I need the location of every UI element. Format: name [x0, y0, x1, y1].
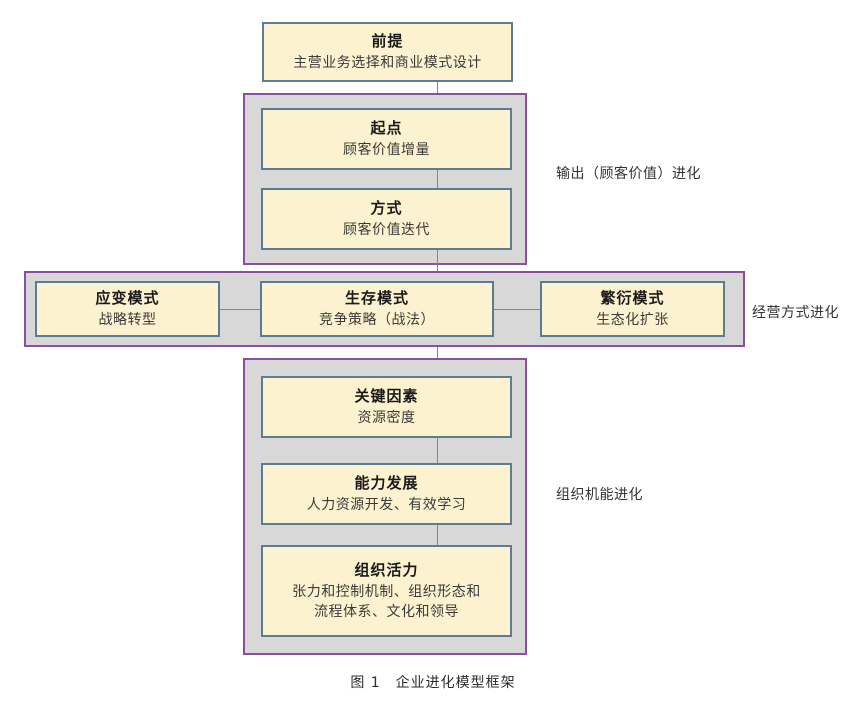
node-premise-title: 前提: [371, 32, 404, 51]
node-adaptive-mode: 应变模式 战略转型: [35, 281, 220, 337]
connector-capability-to-vitality: [437, 525, 438, 545]
node-organizational-vitality-title: 组织活力: [354, 560, 419, 579]
figure-caption: 图 1 企业进化模型框架: [350, 675, 516, 691]
node-capability-development: 能力发展 人力资源开发、有效学习: [261, 463, 512, 525]
node-organizational-vitality-subtitle-line1: 张力和控制机制、组织形态和: [292, 583, 481, 600]
connector-survival-to-breeding: [494, 309, 540, 310]
node-adaptive-mode-subtitle: 战略转型: [98, 311, 157, 328]
node-survival-mode-title: 生存模式: [344, 289, 409, 308]
connector-premise-to-output: [437, 82, 438, 94]
node-method: 方式 顾客价值迭代: [261, 188, 512, 250]
node-key-factor-subtitle: 资源密度: [357, 409, 416, 426]
node-organizational-vitality: 组织活力 张力和控制机制、组织形态和 流程体系、文化和领导: [261, 545, 512, 637]
node-start: 起点 顾客价值增量: [261, 108, 512, 170]
node-capability-development-title: 能力发展: [354, 474, 419, 493]
node-breeding-mode-subtitle: 生态化扩张: [596, 311, 669, 328]
connector-adaptive-to-survival: [220, 309, 260, 310]
annotation-output-evolution: 输出（顾客价值）进化: [556, 166, 701, 182]
node-start-subtitle: 顾客价值增量: [343, 141, 430, 158]
connector-keyfactor-to-capability: [437, 438, 438, 463]
annotation-operation-evolution: 经营方式进化: [752, 305, 839, 321]
node-method-title: 方式: [370, 199, 403, 218]
node-premise-subtitle: 主营业务选择和商业模式设计: [293, 54, 482, 71]
node-key-factor-title: 关键因素: [354, 387, 419, 406]
connector-start-to-method: [437, 170, 438, 188]
connector-method-to-survival: [437, 250, 438, 275]
node-breeding-mode-title: 繁衍模式: [600, 289, 665, 308]
node-adaptive-mode-title: 应变模式: [95, 289, 160, 308]
node-key-factor: 关键因素 资源密度: [261, 376, 512, 438]
connector-survival-to-organization: [437, 347, 438, 360]
node-survival-mode-subtitle: 竞争策略（战法）: [319, 311, 435, 328]
node-method-subtitle: 顾客价值迭代: [343, 221, 430, 238]
node-survival-mode: 生存模式 竞争策略（战法）: [260, 281, 494, 337]
node-organizational-vitality-subtitle-line2: 流程体系、文化和领导: [314, 604, 459, 621]
node-capability-development-subtitle: 人力资源开发、有效学习: [306, 496, 467, 513]
node-premise: 前提 主营业务选择和商业模式设计: [262, 22, 513, 82]
node-start-title: 起点: [370, 119, 403, 138]
node-breeding-mode: 繁衍模式 生态化扩张: [540, 281, 725, 337]
annotation-organization-evolution: 组织机能进化: [556, 487, 643, 503]
